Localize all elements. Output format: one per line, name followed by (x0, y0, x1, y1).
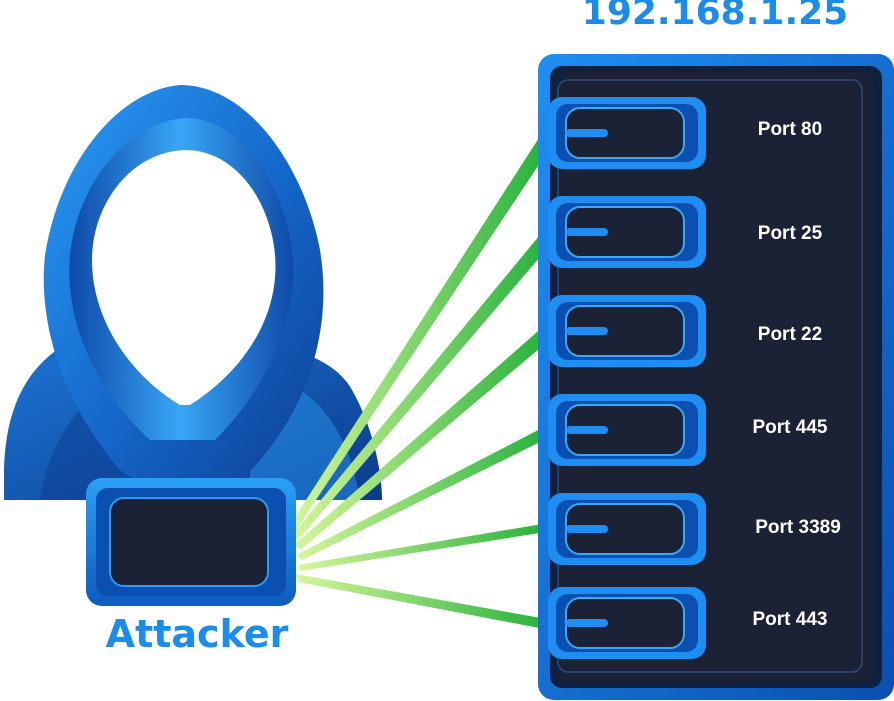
port-slot-22 (548, 295, 706, 367)
port-label-445: Port 445 (752, 417, 828, 438)
beam-port-445 (296, 427, 552, 560)
port-slot-445 (548, 394, 706, 466)
beam-port-3389 (298, 523, 552, 571)
port-label-80: Port 80 (757, 119, 823, 140)
face-opening (92, 150, 276, 405)
beam-port-25 (292, 230, 552, 540)
port-slot-3389 (548, 493, 706, 565)
attacker-figure (4, 85, 382, 500)
server (538, 54, 894, 700)
beam-port-80 (290, 130, 552, 530)
beam-port-22 (294, 326, 552, 550)
beam-port-443 (296, 574, 552, 630)
port-slot-25 (548, 196, 706, 268)
attacker-device (86, 478, 296, 606)
port-slot-80 (548, 97, 706, 169)
port-label-3389: Port 3389 (755, 517, 841, 538)
port-label-443: Port 443 (752, 609, 828, 630)
port-slot-443 (548, 587, 706, 659)
scan-beams (290, 130, 552, 630)
port-label-22: Port 22 (757, 324, 823, 345)
port-label-25: Port 25 (757, 223, 823, 244)
server-ip-title: 192.168.1.25 (581, 0, 849, 33)
attacker-label: Attacker (105, 612, 289, 656)
